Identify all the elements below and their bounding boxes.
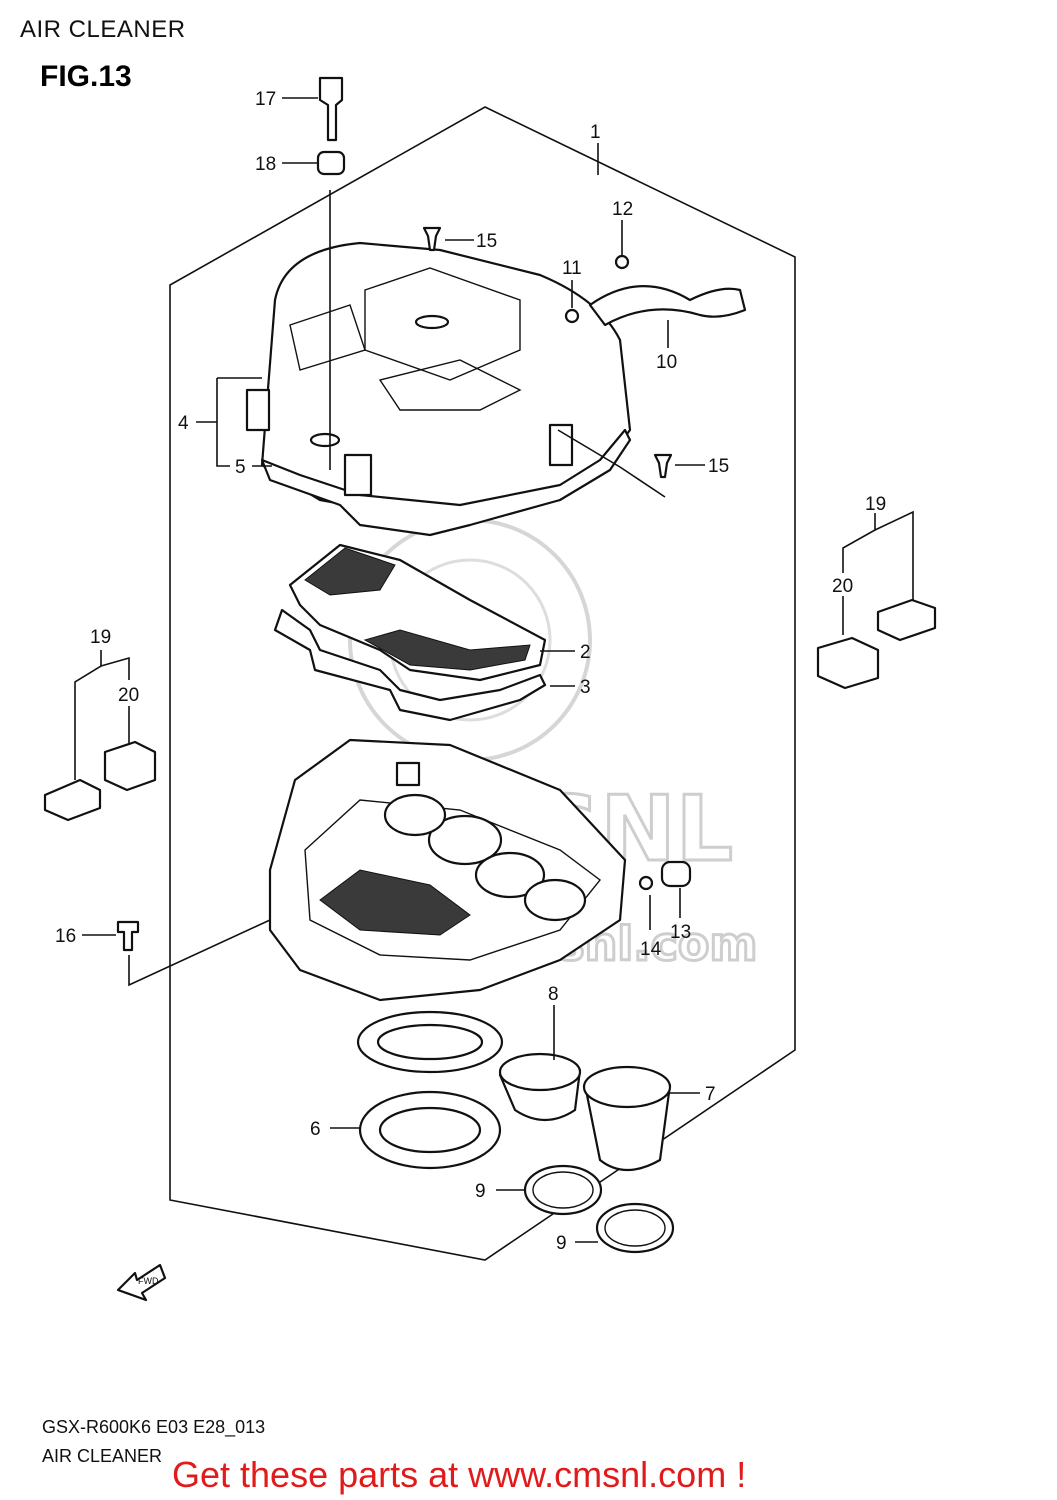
air-cleaner-case [268,738,627,1002]
callout-15-right: 15 [708,456,729,477]
cover-20-left [103,740,157,792]
sensor-19-left [43,778,102,822]
bottom-title: AIR CLEANER [42,1446,163,1466]
callout-3: 3 [580,677,591,698]
sensor-19-right [876,598,937,642]
clip-14 [638,875,654,891]
clip-12 [614,254,630,270]
screw-15-top [422,226,442,252]
grommet-18 [316,150,346,176]
callout-13: 13 [670,922,691,943]
air-filter-element [273,543,547,722]
assembly-boundary [169,106,796,1261]
callout-1: 1 [590,122,601,143]
funnel-7-right [582,1065,672,1171]
callout-7: 7 [705,1084,716,1105]
callout-19-right: 19 [865,494,886,515]
promo-link[interactable]: Get these parts at www.cmsnl.com ! [172,1454,747,1495]
air-cleaner-cap [245,241,632,537]
leader-lines [74,97,914,1243]
screw-15-right [653,453,673,479]
seal-6 [358,1090,502,1170]
figure-label: FIG.13 [40,60,132,93]
cap-13 [660,860,692,888]
callout-16: 16 [55,926,76,947]
fwd-label: FWD [138,1276,159,1286]
callout-20-left: 20 [118,685,139,706]
clamp-9-upper [523,1164,603,1216]
callout-14: 14 [640,939,662,960]
fwd-arrow-icon: FWD [116,1263,167,1302]
bolt-16 [116,920,140,952]
callout-5: 5 [235,457,246,478]
page-title: AIR CLEANER [20,16,186,43]
breather-hose-10 [588,285,747,327]
callout-2: 2 [580,642,591,663]
callout-labels: 1 2 3 4 5 6 7 8 9 9 10 11 12 13 14 15 15… [55,89,886,1254]
callout-17: 17 [255,89,276,110]
callout-10: 10 [656,352,677,373]
callout-9-upper: 9 [475,1181,486,1202]
callout-6: 6 [310,1119,321,1140]
fastener-17 [318,76,344,142]
clip-11 [564,308,580,324]
seal-8 [356,1010,504,1074]
callout-4: 4 [178,413,189,434]
callout-19-left: 19 [90,627,111,648]
cover-20-right [816,636,880,690]
callout-11: 11 [562,258,582,279]
model-code: GSX-R600K6 E03 E28_013 [42,1417,266,1437]
funnel-7-left [498,1052,582,1121]
callout-8: 8 [548,984,559,1005]
callout-15-top: 15 [476,231,497,252]
callout-9-lower: 9 [556,1233,567,1254]
clamp-9-lower [595,1202,675,1254]
callout-12: 12 [612,199,633,220]
callout-18: 18 [255,154,276,175]
callout-20-right: 20 [832,576,853,597]
